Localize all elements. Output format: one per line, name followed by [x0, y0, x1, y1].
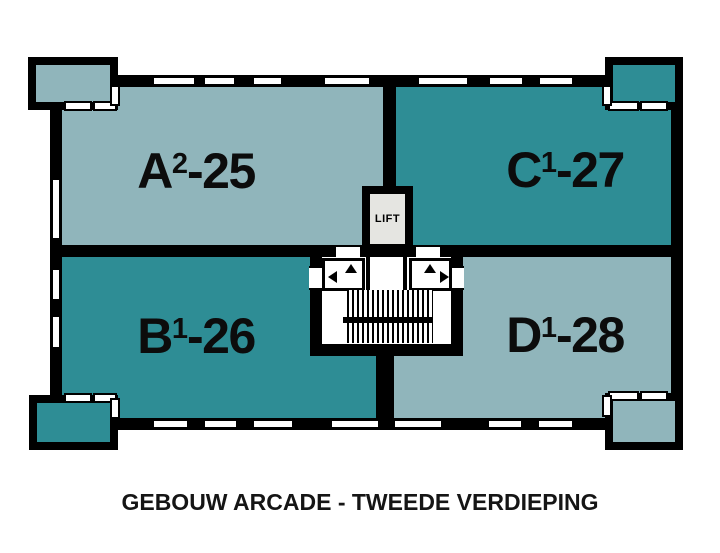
unit-superscript: 1: [171, 312, 188, 345]
balcony-door: [608, 101, 639, 111]
balcony-door: [110, 85, 120, 106]
unit-superscript: 1: [540, 146, 557, 179]
unit-label-b: B1-26: [137, 307, 256, 365]
unit-letter: A: [137, 143, 173, 199]
balcony-door: [602, 85, 612, 106]
window: [537, 419, 574, 429]
unit-room-a: [62, 87, 390, 251]
arrow-up-icon: [345, 264, 357, 273]
window: [203, 76, 236, 86]
unit-letter: D: [506, 307, 542, 363]
floor-caption: GEBOUW ARCADE - TWEEDE VERDIEPING: [121, 489, 599, 515]
lift-car: LIFT: [370, 194, 405, 244]
balcony-door: [608, 391, 639, 401]
unit-letter: B: [137, 308, 173, 364]
unit-letter: C: [506, 142, 542, 198]
window: [487, 419, 523, 429]
divider-wall-ac: [383, 87, 396, 192]
divider-wall-bd: [376, 352, 394, 418]
balcony-door: [64, 101, 92, 111]
unit-number: -28: [555, 307, 625, 363]
window: [330, 419, 380, 429]
window: [152, 76, 196, 86]
unit-number: -27: [555, 142, 625, 198]
balcony-door: [93, 101, 117, 111]
unit-superscript: 1: [540, 311, 557, 344]
door-opening-top-a: [334, 247, 362, 257]
unit-label-d: D1-28: [506, 306, 625, 364]
window: [152, 419, 189, 429]
window: [393, 419, 443, 429]
arrow-right-icon: [440, 271, 449, 283]
balcony-door: [640, 101, 668, 111]
window: [323, 76, 371, 86]
window: [252, 419, 294, 429]
lift-shaft: LIFT: [362, 186, 413, 252]
window: [51, 315, 61, 349]
window: [538, 76, 574, 86]
unit-label-c: C1-27: [506, 141, 625, 199]
arrow-left-icon: [328, 271, 337, 283]
window: [417, 76, 469, 86]
stairwell-block: [309, 245, 464, 356]
stair-handrail: [343, 317, 433, 323]
door-opening-left: [309, 266, 323, 290]
lobby-wall-right: [403, 257, 407, 291]
door-opening-right: [450, 266, 464, 290]
window: [203, 419, 238, 429]
door-opening-top-c: [414, 247, 442, 257]
unit-label-a: A2-25: [137, 142, 256, 200]
balcony-bottom-right: [605, 393, 683, 450]
balcony-door: [602, 395, 612, 417]
arrow-up-icon: [424, 264, 436, 273]
unit-room-c: [390, 87, 671, 251]
balcony-bottom-left: [29, 395, 118, 450]
window: [488, 76, 524, 86]
balcony-door: [640, 391, 668, 401]
window: [51, 178, 61, 240]
landing-right: [409, 258, 452, 291]
balcony-door: [64, 393, 92, 403]
unit-number: -26: [186, 308, 256, 364]
unit-number: -25: [186, 143, 256, 199]
stair-treads: [347, 290, 433, 343]
landing-left: [322, 258, 365, 291]
lift-label: LIFT: [374, 213, 401, 225]
balcony-door: [110, 398, 120, 419]
window: [252, 76, 283, 86]
lobby-wall-left: [366, 257, 370, 291]
unit-superscript: 2: [171, 147, 188, 180]
window: [51, 268, 61, 301]
